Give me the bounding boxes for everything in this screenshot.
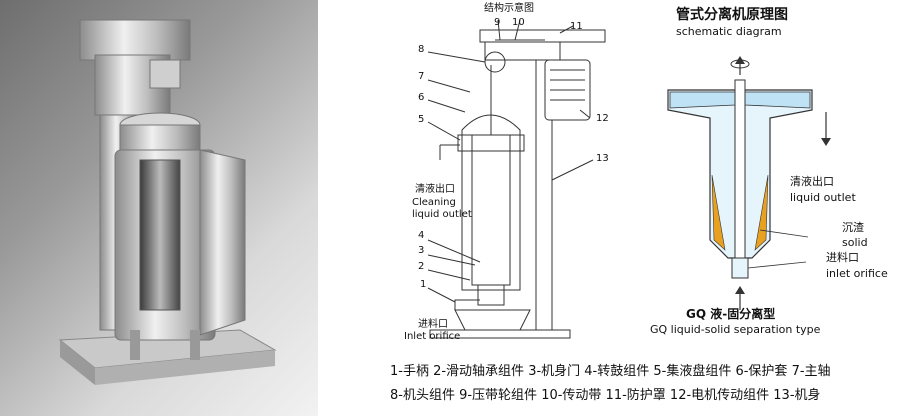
liquid-top-right bbox=[744, 91, 811, 109]
principle-outlet-cn: 清液出口 bbox=[790, 175, 834, 188]
structure-outlet-en1: Cleaning bbox=[412, 197, 456, 208]
collector-shape bbox=[457, 134, 525, 152]
part-number-1: 1 bbox=[420, 279, 427, 290]
part-number-8: 8 bbox=[418, 44, 425, 55]
structure-inlet-cn: 进料口 bbox=[418, 319, 448, 330]
part-number-13: 13 bbox=[596, 153, 609, 164]
structure-outlet-cn: 清液出口 bbox=[415, 184, 455, 195]
structure-inlet-en: Inlet orifice bbox=[404, 331, 461, 342]
base-shape bbox=[429, 329, 571, 339]
part-number-6: 6 bbox=[418, 92, 425, 103]
part-number-5: 5 bbox=[418, 114, 425, 125]
principle-solid-cn: 沉渣 bbox=[842, 221, 864, 234]
part-number-12: 12 bbox=[596, 113, 609, 124]
structure-outlet-en2: liquid outlet bbox=[412, 209, 472, 220]
principle-drawing bbox=[667, 56, 831, 310]
centrifuge-machine-illustration bbox=[58, 19, 277, 385]
part-number-11: 11 bbox=[570, 21, 583, 32]
principle-type-cn: GQ 液-固分离型 bbox=[686, 307, 776, 321]
part-number-7: 7 bbox=[418, 71, 425, 82]
part-number-9: 9 bbox=[494, 17, 501, 28]
part-number-4: 4 bbox=[418, 230, 425, 241]
solid-left bbox=[711, 174, 726, 251]
solid-right bbox=[754, 174, 769, 251]
part-number-2: 2 bbox=[418, 261, 425, 272]
parts-legend-line-2: 8-机头组件 9-压带轮组件 10-传动带 11-防护罩 12-电机传动组件 1… bbox=[390, 388, 821, 403]
part-number-3: 3 bbox=[418, 245, 425, 256]
centrifuge-photo bbox=[0, 0, 318, 416]
belt-pulley-shape bbox=[484, 51, 506, 73]
structure-title: 结构示意图 bbox=[484, 3, 534, 14]
motor-shape bbox=[544, 59, 591, 121]
housing-shape bbox=[461, 114, 521, 291]
principle-inlet-en: inlet orifice bbox=[826, 267, 888, 280]
structure-drawing bbox=[427, 19, 606, 339]
parts-legend-line-1: 1-手柄 2-滑动轴承组件 3-机身门 4-转鼓组件 5-集液盘组件 6-保护套… bbox=[390, 364, 831, 379]
drum-shape bbox=[471, 134, 511, 286]
head-assembly-shape bbox=[484, 41, 561, 61]
center-tube bbox=[734, 79, 746, 276]
principle-type-en: GQ liquid-solid separation type bbox=[650, 323, 821, 336]
principle-title-en: schematic diagram bbox=[676, 25, 782, 38]
principle-inlet-cn: 进料口 bbox=[826, 251, 859, 264]
principle-outlet-en: liquid outlet bbox=[790, 191, 856, 204]
liquid-top-left bbox=[669, 91, 736, 109]
principle-title-cn: 管式分离机原理图 bbox=[676, 7, 788, 23]
part-number-10: 10 bbox=[512, 17, 525, 28]
principle-solid-en: solid bbox=[842, 236, 868, 249]
